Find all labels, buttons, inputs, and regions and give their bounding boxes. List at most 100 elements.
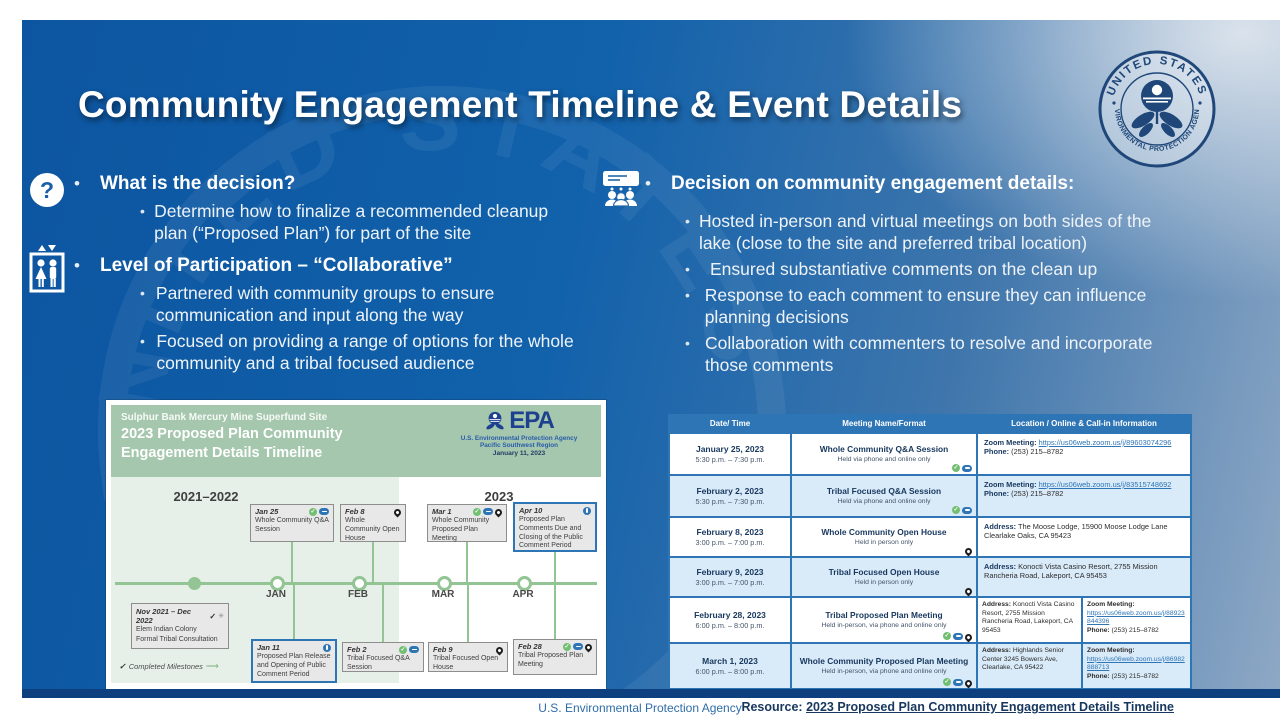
phone-number: (253) 215–8782	[1011, 489, 1064, 499]
online-icon	[962, 506, 972, 514]
connector-line	[293, 585, 295, 639]
check-icon: ✓	[473, 507, 481, 516]
event-card-apr10: Apr 10 Proposed Plan Comments Due and Cl…	[513, 502, 597, 552]
check-icon: ✓	[943, 632, 951, 640]
participation-bullet: • Focused on providing a range of option…	[140, 330, 640, 374]
era-label-2021-2022: 2021–2022	[173, 489, 239, 504]
location-pin-icon	[392, 507, 403, 518]
resource-link[interactable]: 2023 Proposed Plan Community Engagement …	[806, 700, 1174, 714]
timeline-node-apr	[517, 576, 532, 591]
location-pin-icon	[493, 507, 504, 518]
meeting-format: Held via phone and online only	[837, 455, 931, 463]
event-name: Tribal Focused Open House	[433, 655, 499, 671]
event-card-mar1: Mar 1 ✓ Whole Community Proposed Plan Me…	[427, 504, 507, 542]
community-meeting-icon	[603, 171, 639, 206]
meeting-date: February 8, 2023	[696, 527, 764, 537]
meeting-time: 3:00 p.m. – 7:00 p.m.	[695, 578, 765, 587]
event-date: Feb 2	[347, 645, 367, 654]
bullet-marker: •	[685, 213, 690, 229]
meeting-name: Tribal Proposed Plan Meeting	[825, 610, 943, 621]
deadline-icon	[583, 506, 591, 515]
decision-heading: What is the decision?	[100, 173, 296, 194]
zoom-label: Zoom Meeting:	[1087, 601, 1135, 608]
footer-agency-label: U.S. Environmental Protection Agency	[538, 701, 742, 715]
event-name: Tribal Focused Q&A Session	[347, 655, 410, 671]
month-label-mar: MAR	[431, 589, 455, 600]
timeline-node-feb	[352, 576, 367, 591]
meeting-date: January 25, 2023	[695, 444, 765, 454]
timeline-site-name: Sulphur Bank Mercury Mine Superfund Site	[121, 412, 328, 423]
phone-label: Phone:	[984, 489, 1010, 499]
meeting-format: Held in-person, via phone and online onl…	[821, 667, 947, 675]
zoom-link[interactable]: https://us06web.zoom.us/j/88923844396	[1087, 609, 1185, 626]
timeline-dot-completed	[188, 577, 201, 590]
event-name: Tribal Proposed Plan Meeting	[518, 652, 584, 668]
meeting-format: Held in person only	[854, 578, 914, 586]
meeting-date: February 28, 2023	[694, 610, 766, 620]
event-name: Proposed Plan Release and Opening of Pub…	[257, 653, 331, 678]
check-icon: ✓	[952, 464, 960, 472]
connector-line	[467, 585, 469, 642]
event-card-tribal-consultation: Nov 2021 – Dec 2022 ✓✳ Elem Indian Colon…	[131, 603, 229, 649]
event-date: Nov 2021 – Dec 2022	[136, 607, 192, 625]
phone-number: (253) 215–8782	[1011, 447, 1064, 457]
engagement-bullet-text: Hosted in-person and virtual meetings on…	[698, 211, 1152, 253]
event-name: Whole Community Open House	[345, 517, 400, 542]
month-label-apr: APR	[512, 589, 534, 600]
online-icon	[319, 508, 329, 515]
timeline-header: Sulphur Bank Mercury Mine Superfund Site…	[111, 405, 601, 477]
event-card-feb28: Feb 28 ✓ Tribal Proposed Plan Meeting	[513, 639, 597, 675]
page-title: Community Engagement Timeline & Event De…	[78, 84, 963, 125]
connector-line	[372, 542, 374, 583]
zoom-label: Zoom Meeting:	[1087, 647, 1135, 654]
check-icon: ✓	[399, 645, 407, 654]
timeline-date: January 11, 2023	[492, 450, 546, 457]
timeline-figure: Sulphur Bank Mercury Mine Superfund Site…	[106, 400, 606, 690]
event-name: Whole Community Proposed Plan Meeting	[432, 517, 490, 542]
timeline-node-jan	[270, 576, 285, 591]
meeting-name: Whole Community Q&A Session	[819, 444, 949, 455]
zoom-link[interactable]: https://us06web.zoom.us/j/89603074296	[1038, 438, 1172, 447]
decision-bullet: • Determine how to finalize a recommende…	[140, 200, 560, 244]
event-card-feb2: Feb 2 ✓ Tribal Focused Q&A Session	[342, 642, 424, 672]
meeting-name: Tribal Focused Open House	[828, 567, 940, 578]
location-pin-icon	[583, 642, 594, 653]
participation-bullet: • Partnered with community groups to ens…	[140, 282, 570, 326]
legend-label: Completed Milestones	[128, 662, 203, 671]
meeting-address: Highlands Senior Center 3245 Bowers Ave,…	[982, 647, 1064, 672]
check-icon: ✓	[119, 662, 126, 671]
location-pin-icon	[963, 678, 974, 688]
online-icon	[953, 632, 963, 640]
bullet-marker: •	[685, 261, 690, 277]
zoom-link[interactable]: https://us06web.zoom.us/j/83515748692	[1038, 480, 1172, 489]
location-pin-icon	[494, 645, 505, 656]
engagement-bullet-text: Collaboration with commenters to resolve…	[705, 333, 1153, 375]
timeline-title-line2: Engagement Details Timeline	[121, 445, 323, 461]
phone-label: Phone:	[1087, 626, 1110, 634]
meeting-name: Tribal Focused Q&A Session	[826, 486, 942, 497]
bullet-marker: •	[140, 203, 145, 219]
epa-org-line: U.S. Environmental Protection Agency	[460, 435, 578, 442]
bullet-marker: •	[645, 174, 651, 193]
event-card-jan25: Jan 25 ✓ Whole Community Q&A Session	[250, 504, 334, 542]
table-header-row: Date/ Time Meeting Name/Format Location …	[670, 416, 1190, 432]
phone-label: Phone:	[1087, 672, 1110, 680]
timeline-body: 2021–2022 2023 JAN FEB MAR	[111, 477, 601, 683]
meeting-date: March 1, 2023	[702, 656, 758, 666]
participation-people-icon	[29, 245, 65, 293]
engagement-bullet: • Collaboration with commenters to resol…	[685, 332, 1170, 376]
participation-bullet-text: Focused on providing a range of options …	[156, 331, 574, 373]
footer-resource: Resource: 2023 Proposed Plan Community E…	[741, 700, 1174, 714]
col-header-location: Location / Online & Call-in Information	[978, 416, 1190, 432]
connector-line	[554, 552, 556, 583]
col-header-meeting: Meeting Name/Format	[792, 416, 976, 432]
check-icon: ✓	[952, 506, 960, 514]
check-icon: ✓	[563, 642, 571, 651]
meeting-time: 5:30 p.m. – 7:30 p.m.	[695, 497, 765, 506]
question-icon: ?	[30, 173, 64, 207]
zoom-link[interactable]: https://us06web.zoom.us/j/86982888713	[1087, 655, 1185, 672]
